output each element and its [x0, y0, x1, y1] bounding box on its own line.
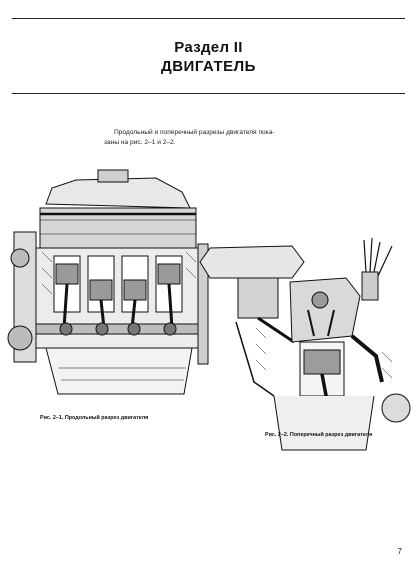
section-header: Раздел II ДВИГАТЕЛЬ: [0, 38, 417, 76]
transverse-section-drawing: [199, 237, 411, 451]
bottom-rule: [12, 93, 405, 94]
intro-line-2: заны на рис. 2–1 и 2–2.: [104, 138, 176, 146]
section-label: Раздел II: [174, 39, 243, 56]
figure-transverse-section: [196, 232, 414, 456]
section-title: ДВИГАТЕЛЬ: [161, 58, 256, 75]
top-rule: [12, 18, 405, 19]
figure-2-caption: Рис. 2–2. Поперечный разрез двигателя: [265, 432, 373, 438]
figure-1-caption: Рис. 2–1. Продольный разрез двигателя: [40, 415, 149, 421]
intro-paragraph: Продольный и поперечный разрезы двигател…: [104, 128, 314, 147]
page-number: 7: [397, 547, 402, 556]
longitudinal-section-drawing: [7, 169, 209, 395]
figure-longitudinal-section: [6, 168, 214, 400]
intro-line-1: Продольный и поперечный разрезы двигател…: [114, 129, 275, 136]
